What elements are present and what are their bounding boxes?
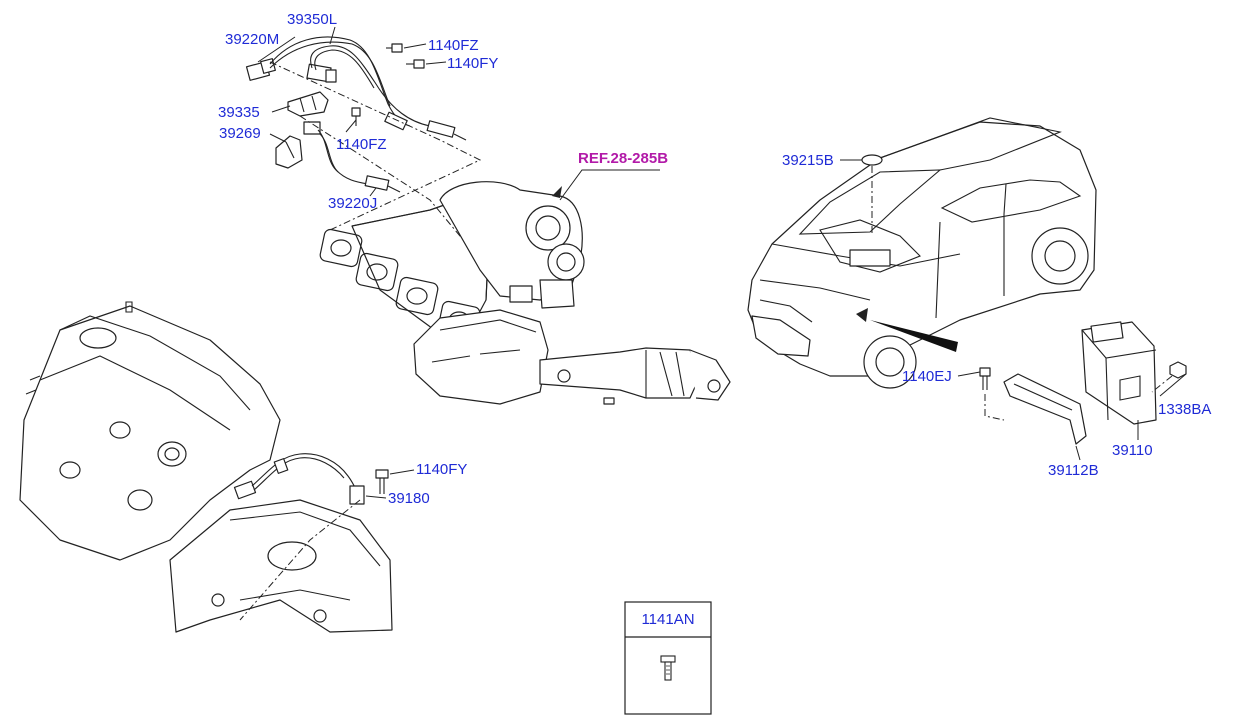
label-39350L: 39350L (287, 11, 337, 28)
label-39180: 39180 (388, 490, 430, 507)
label-39220J: 39220J (328, 195, 377, 212)
part-legend-box: 1141AN (624, 601, 712, 715)
label-39269: 39269 (219, 125, 261, 142)
label-ref-28-285B[interactable]: REF.28-285B (578, 150, 668, 167)
label-1140FZ-top: 1140FZ (428, 37, 479, 54)
label-1140EJ: 1140EJ (902, 368, 952, 385)
vehicle-illustration (747, 117, 1097, 389)
label-leaders (257, 26, 1187, 499)
oxygen-sensor-group (245, 36, 482, 261)
engine-block (19, 301, 393, 633)
label-1140FY-bottom: 1140FY (416, 461, 467, 478)
label-39215B: 39215B (782, 152, 834, 169)
part-labels: 39350L 39220M 1140FZ 1140FY 39335 39269 … (218, 11, 1211, 507)
bolt-icon (660, 655, 676, 681)
ecu-and-bracket (979, 321, 1187, 445)
exhaust-manifold-turbo-assembly (319, 169, 731, 405)
legend-part-number: 1141AN (641, 611, 694, 628)
label-39112B: 39112B (1048, 462, 1099, 479)
label-39110: 39110 (1112, 442, 1153, 459)
label-39335: 39335 (218, 104, 260, 121)
label-1140FY-top: 1140FY (447, 55, 498, 72)
label-1338BA: 1338BA (1158, 401, 1211, 418)
label-1140FZ-mid: 1140FZ (336, 136, 387, 153)
label-39220M: 39220M (225, 31, 279, 48)
